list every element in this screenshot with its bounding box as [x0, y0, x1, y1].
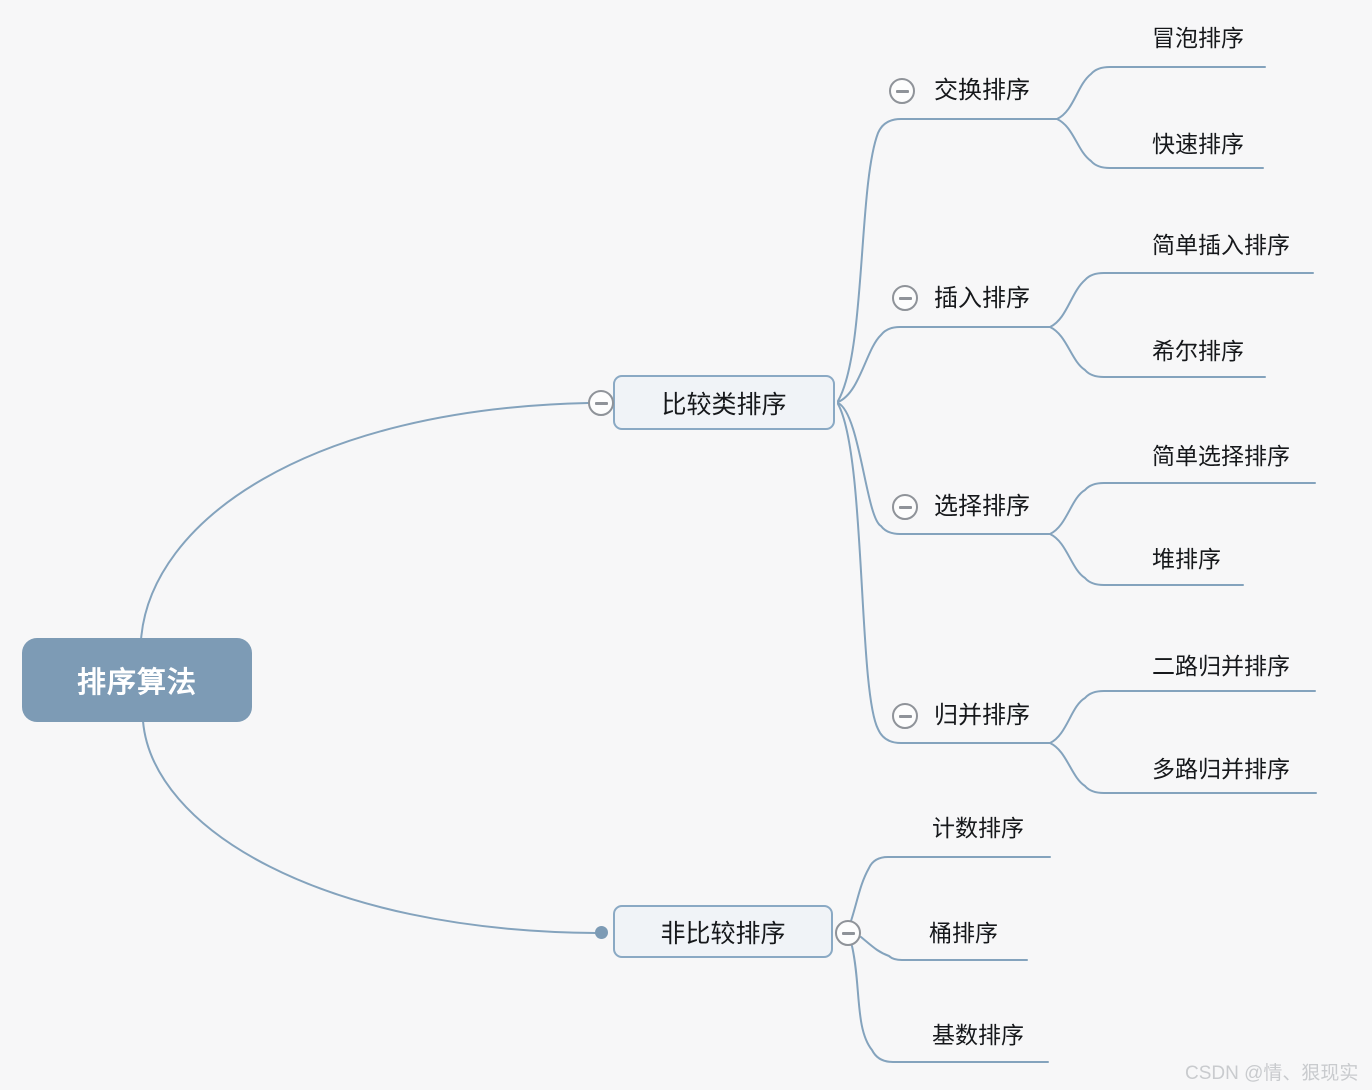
topic-bubble-sort[interactable]: 冒泡排序: [1152, 25, 1244, 51]
edge-root-to-comparison: [140, 402, 589, 641]
collapse-button-noncomparison[interactable]: [835, 920, 861, 946]
edge-merge-to-two-way: [1049, 690, 1316, 744]
topic-insert-sort[interactable]: 插入排序: [934, 285, 1030, 312]
edge-comparison-to-exchange: [837, 118, 1058, 402]
topic-radix-sort[interactable]: 基数排序: [932, 1022, 1024, 1048]
topic-merge-sort[interactable]: 归并排序: [934, 702, 1030, 729]
minus-icon: [898, 714, 912, 718]
collapse-button-comparison[interactable]: [588, 390, 614, 416]
topic-noncomparison-sort[interactable]: 非比较排序: [613, 905, 833, 958]
root-topic-label: 排序算法: [76, 667, 197, 699]
minus-icon: [898, 296, 912, 300]
edge-exchange-to-bubble: [1056, 66, 1266, 120]
minus-icon: [841, 931, 855, 935]
edge-comparison-to-merge: [837, 403, 1051, 744]
csdn-watermark: CSDN @情、狠现实: [1185, 1063, 1359, 1084]
topic-heap-sort[interactable]: 堆排序: [1152, 546, 1221, 572]
topic-bucket-sort[interactable]: 桶排序: [929, 920, 998, 946]
edge-comparison-to-insert: [837, 326, 1051, 403]
topic-simple-insert-sort[interactable]: 简单插入排序: [1152, 232, 1290, 258]
topic-two-way-merge-sort[interactable]: 二路归并排序: [1152, 653, 1290, 679]
topic-quick-sort[interactable]: 快速排序: [1152, 131, 1244, 157]
minus-icon: [895, 89, 909, 93]
topic-multi-way-merge-sort[interactable]: 多路归并排序: [1152, 756, 1290, 782]
topic-select-sort[interactable]: 选择排序: [934, 493, 1030, 520]
collapse-button-insert[interactable]: [892, 285, 918, 311]
edge-noncomparison-to-count: [850, 856, 1051, 922]
minus-icon: [898, 505, 912, 509]
edge-root-to-noncomparison: [142, 720, 597, 934]
collapse-button-merge[interactable]: [892, 703, 918, 729]
topic-exchange-sort[interactable]: 交换排序: [934, 77, 1030, 104]
collapse-button-exchange[interactable]: [889, 78, 915, 104]
topic-simple-select-sort[interactable]: 简单选择排序: [1152, 443, 1290, 469]
dot-icon: [595, 926, 608, 939]
topic-counting-sort[interactable]: 计数排序: [932, 815, 1024, 841]
topic-comparison-sort[interactable]: 比较类排序: [613, 375, 835, 430]
topic-shell-sort[interactable]: 希尔排序: [1152, 338, 1244, 364]
topic-comparison-sort-label: 比较类排序: [661, 390, 787, 419]
topic-noncomparison-sort-label: 非比较排序: [660, 919, 786, 948]
edge-insert-to-simple-insert: [1049, 272, 1314, 328]
root-topic-sorting-algorithms[interactable]: 排序算法: [22, 638, 252, 722]
minus-icon: [594, 401, 608, 405]
collapse-button-select[interactable]: [892, 494, 918, 520]
edge-select-to-simple-select: [1049, 482, 1316, 535]
